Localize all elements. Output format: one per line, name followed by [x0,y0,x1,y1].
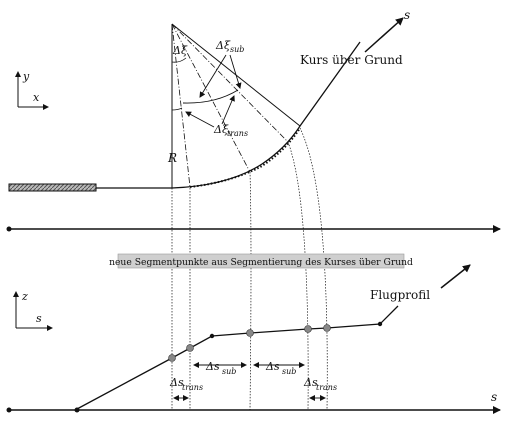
coord-y-label-top: y [22,70,30,83]
upper-axis-origin [6,226,12,232]
delta-xi-sub-label: Δξ [215,39,231,52]
coord-z-label: z [21,290,28,303]
segment-point-4 [304,325,312,333]
segment-banner [117,253,405,269]
projection-curve-5 [299,127,328,411]
segment-dotted-arc [189,127,301,188]
segment-point-2 [186,344,194,352]
delta-xi-arc [171,57,187,63]
delta-xi-label: Δξ [172,44,188,57]
delta-xi-trans-label: Δξ [213,123,229,136]
radial-line-3 [171,23,289,143]
coord-x-label-top: x [33,91,40,104]
bottom-profile-start [74,407,80,413]
profile-vertex-1 [209,333,215,339]
segment-banner-text: neue Segmentpunkte aus Segmentierung des… [109,257,413,268]
projection-curve-4 [287,141,309,411]
projection-curve-3 [249,171,252,411]
course-arrow [364,17,404,53]
flight-profile-line [76,305,399,410]
trans-pointer-1 [185,111,215,128]
ds-sub-left-subscript: sub [222,367,236,376]
delta-xi-sub-subscript: sub [230,45,244,54]
segment-point-1 [168,354,176,362]
axis-s-top: s [404,8,410,22]
segment-point-5 [323,324,331,332]
ds-sub-right-subscript: sub [282,367,296,376]
course-label: Kurs über Grund [300,53,403,67]
coord-s-label-bottom: s [36,312,42,325]
course-path [96,41,361,189]
radial-line-2 [171,23,251,173]
segment-point-3 [246,329,254,337]
profile-label: Flugprofil [370,288,430,302]
ds-sub-right-label: Δs [265,360,280,373]
ds-sub-left-label: Δs [205,360,220,373]
trans-angle-arc [171,107,183,111]
profile-vertex-2 [377,321,383,327]
ds-trans-right-subscript: trans [316,383,337,392]
ds-trans-left-subscript: trans [182,383,203,392]
ds-trans-right-label: Δs [303,376,318,389]
radius-label: R [167,151,177,165]
runway-bar [8,183,97,192]
axis-s-bottom-label: s [491,390,497,404]
sub-angle-arc [182,89,239,104]
ds-trans-left-label: Δs [169,376,184,389]
sub-pointer-1 [199,54,227,98]
trans-pointer-2 [221,95,235,125]
bottom-axis-origin [6,407,12,413]
sub-pointer-2 [229,54,242,89]
radial-line-1 [171,23,191,188]
delta-xi-trans-subscript: trans [227,129,248,138]
profile-arrow [440,264,471,289]
